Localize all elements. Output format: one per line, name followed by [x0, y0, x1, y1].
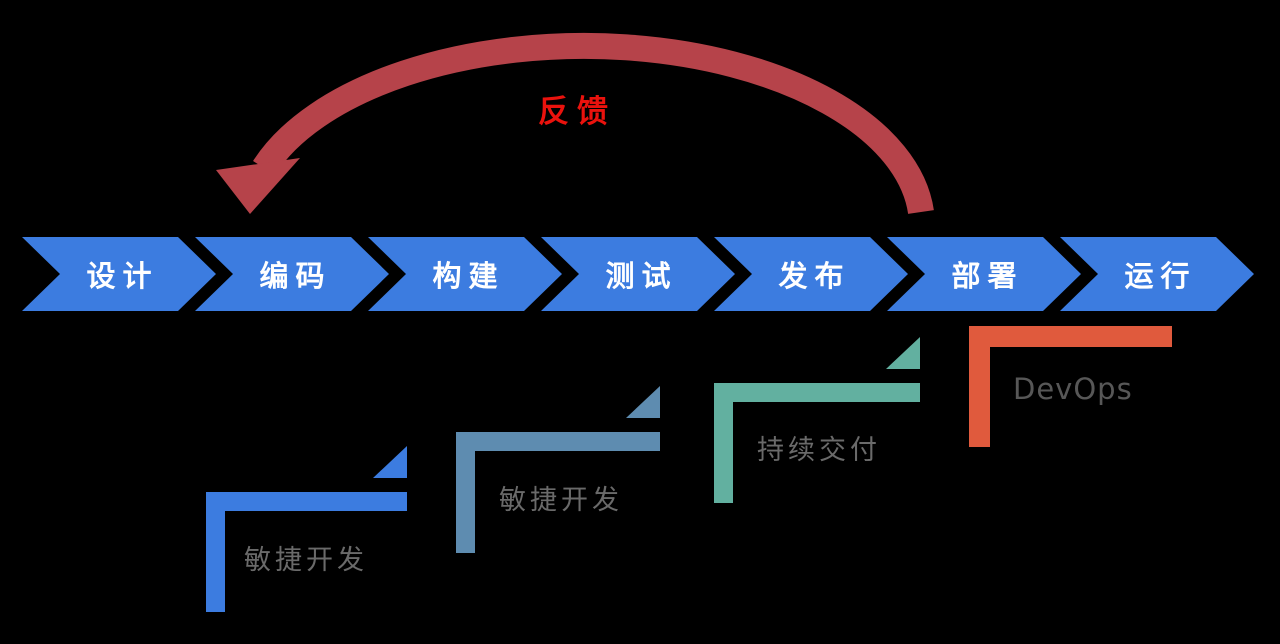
chevron-operate: 运行	[1060, 237, 1254, 311]
stage-label: 部署	[951, 259, 1024, 293]
bracket-corner-shape	[206, 492, 407, 612]
stage-label: 编码	[259, 259, 332, 293]
feedback-label: 反馈	[538, 94, 616, 130]
bracket-label-continuous-delivery: 持续交付	[757, 435, 881, 466]
bracket-corner-shape	[969, 326, 1172, 447]
bracket-corner-shape	[456, 432, 660, 553]
bracket-label-devops: DevOps	[1013, 372, 1133, 406]
bracket-continuous-delivery	[714, 337, 920, 503]
chevron-test: 测试	[541, 237, 735, 311]
bracket-agile-dev-2	[456, 386, 660, 553]
stage-label: 构建	[432, 259, 505, 293]
feedback-arrowhead-icon	[216, 158, 300, 214]
stage-label: 运行	[1124, 259, 1197, 293]
bracket-label-agile-dev-2: 敏捷开发	[499, 485, 623, 516]
chevron-coding: 编码	[195, 237, 389, 311]
bracket-tip-triangle-icon	[626, 386, 660, 418]
feedback-arrow-arc	[253, 32, 934, 214]
bracket-agile-dev-1	[206, 446, 407, 612]
bracket-corner-shape	[714, 383, 920, 503]
stage-label: 设计	[86, 259, 159, 293]
stage-label: 测试	[605, 259, 678, 293]
bracket-devops	[969, 326, 1172, 447]
bracket-tip-triangle-icon	[373, 446, 407, 478]
bracket-label-agile-dev-1: 敏捷开发	[244, 545, 368, 576]
bracket-tip-triangle-icon	[886, 337, 920, 369]
stage-label: 发布	[778, 259, 851, 293]
